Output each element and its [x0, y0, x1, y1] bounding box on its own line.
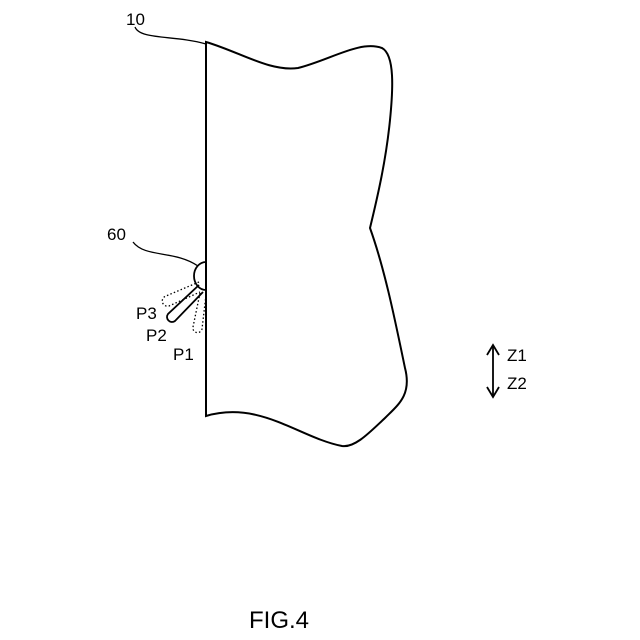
device-body-outline	[206, 42, 407, 446]
body-leader-line	[135, 27, 206, 44]
z-direction-arrow	[487, 345, 499, 397]
position-label-p2: P2	[146, 326, 167, 345]
position-label-p3: P3	[136, 304, 157, 323]
direction-label-z2: Z2	[507, 374, 527, 393]
body-label: 10	[126, 10, 145, 29]
arm-position-p1	[193, 293, 206, 333]
direction-label-z1: Z1	[507, 346, 527, 365]
position-label-p1: P1	[173, 345, 194, 364]
figure-caption: FIG.4	[249, 607, 309, 634]
pivot-hub	[194, 262, 206, 290]
arm-position-p2	[167, 285, 203, 322]
pivot-leader-line	[133, 242, 198, 266]
pivot-label: 60	[107, 225, 126, 244]
